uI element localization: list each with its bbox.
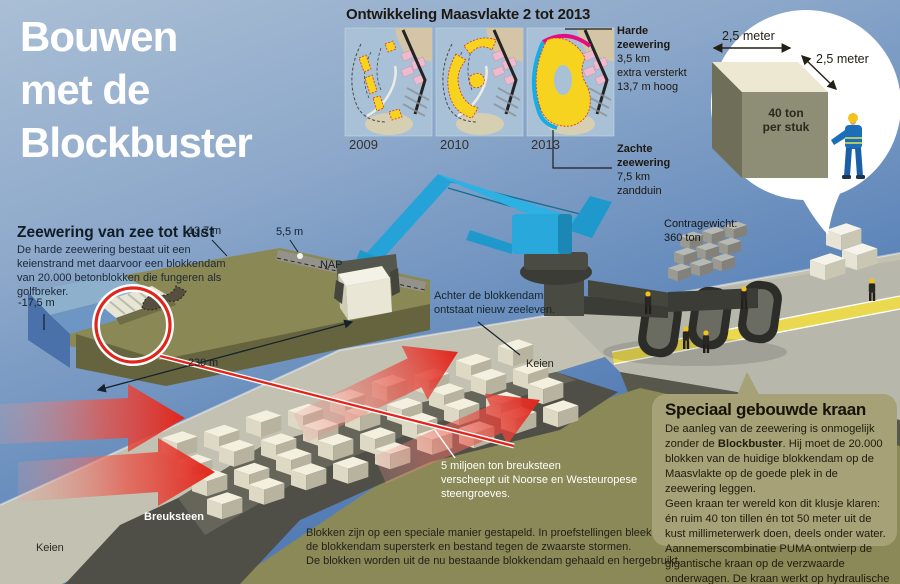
crane-box-body: De aanleg van de zeewering is onmogelijk… <box>665 422 891 584</box>
hard-seawall-title: Harde zeewering <box>617 25 671 51</box>
crane-info-box <box>652 372 897 546</box>
map-2009 <box>344 27 433 137</box>
maps-panel <box>344 27 615 169</box>
crane-box-p2: Geen kraan ter wereld kon dit klusje kla… <box>665 498 890 584</box>
crane-box-heading: Speciaal gebouwde kraan <box>665 400 866 419</box>
map-2010 <box>435 27 524 137</box>
maps-panel-title: Ontwikkeling Maasvlakte 2 tot 2013 <box>346 6 591 23</box>
stacked-blocks-on-dock <box>810 223 878 281</box>
block-depth-label: 2,5 meter <box>816 52 869 66</box>
counterweight-stack <box>668 221 748 282</box>
soft-seawall-title: Zachte zeewering <box>617 143 671 169</box>
height-label: 13,7 m <box>188 225 222 237</box>
block-weight-label: 40 ton per stuk <box>762 106 810 134</box>
lighthouse-dome <box>297 253 303 259</box>
grabber-with-block <box>334 250 400 320</box>
soft-seawall-legend: Zachte zeewering 7,5 km zandduin <box>617 142 703 198</box>
worker-figure-large <box>831 113 865 179</box>
keien-label-left: Keien <box>36 542 64 554</box>
crane-box-p1-pre: De aanleg van de zeewering is onmogelijk… <box>665 423 875 450</box>
cross-section-heading: Zeewering van zee tot kust <box>17 224 215 241</box>
cross-section-body: De harde zeewering bestaat uit een keien… <box>17 244 226 298</box>
map-year-2010: 2010 <box>440 137 469 152</box>
note-pointer-lines <box>434 321 521 459</box>
crest-width-label: 5,5 m <box>276 226 304 238</box>
map-year-2013: 2013 <box>531 137 560 152</box>
block-size-bubble <box>711 10 900 235</box>
soft-seawall-details: 7,5 km zandduin <box>617 171 662 197</box>
counterweight-label: Contragewicht: 360 ton <box>664 218 738 244</box>
hard-seawall-legend: Harde zeewering 3,5 km extra versterkt 1… <box>617 24 703 94</box>
crane-box-p1-post: . Hij moet de 20.000 blokken van de huid… <box>665 438 883 495</box>
crane-box-p1-bold: Blockbuster <box>717 438 783 450</box>
keien-label-mid: Keien <box>526 358 554 370</box>
page-title: Bouwen met de Blockbuster <box>20 13 253 166</box>
sea-life-note: Achter de blokkendam ontstaat nieuw zeel… <box>434 290 556 316</box>
map-2013 <box>526 27 615 137</box>
mini-crane-silhouette <box>141 285 187 311</box>
map-year-2009: 2009 <box>349 137 378 152</box>
depth-label: -17,5 m <box>18 297 55 309</box>
magnifier-highlight <box>92 284 515 449</box>
rubble-note: 5 miljoen ton breuksteen verscheept uit … <box>441 460 638 500</box>
hard-seawall-details: 3,5 km extra versterkt 13,7 m hoog <box>617 53 687 93</box>
block-width-label: 2,5 meter <box>722 29 775 43</box>
wave-arrows <box>0 345 540 506</box>
stacking-note: Blokken zijn op een speciale manier gest… <box>306 527 681 567</box>
crane-boom <box>362 174 612 266</box>
breuksteen-label: Breuksteen <box>144 511 204 523</box>
length-label: 230 m <box>188 357 219 369</box>
nap-label: NAP <box>320 259 343 271</box>
concrete-block-cube <box>712 62 828 178</box>
